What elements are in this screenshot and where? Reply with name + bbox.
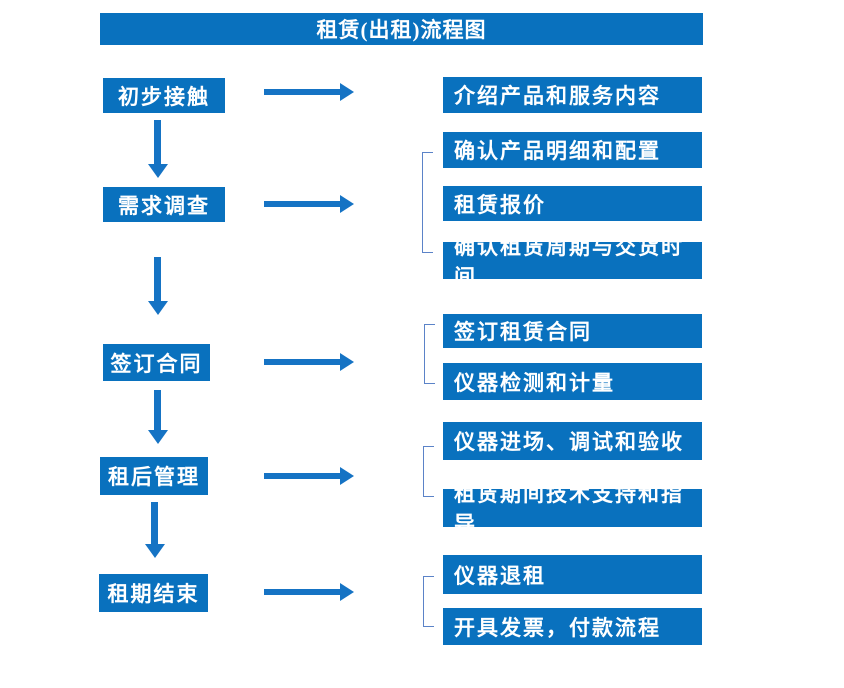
right-arrow: [264, 473, 340, 479]
down-arrow: [151, 502, 158, 544]
detail-label: 确认租赁周期与交货时间: [454, 234, 684, 289]
down-arrow: [154, 257, 161, 301]
step-label: 租期结束: [107, 582, 200, 606]
detail-label: 开具发票，付款流程: [454, 615, 661, 640]
group-bracket: [422, 152, 433, 253]
detail-label: 仪器退租: [454, 563, 546, 588]
title-bar: 租赁(出租)流程图: [100, 13, 703, 45]
step-label: 需求调查: [118, 193, 210, 218]
detail-label: 介绍产品和服务内容: [454, 84, 661, 108]
detail-box: 确认产品明细和配置: [443, 132, 702, 168]
step-label: 租后管理: [108, 465, 200, 489]
down-arrow: [154, 390, 161, 430]
group-bracket: [423, 576, 434, 627]
detail-label: 租赁期间技术支持和指导: [454, 482, 684, 536]
step-box-demand-survey: 需求调查: [103, 187, 225, 222]
group-bracket: [424, 324, 435, 384]
step-box-rental-end: 租期结束: [99, 574, 208, 612]
right-arrow: [264, 589, 340, 595]
detail-box: 介绍产品和服务内容: [443, 77, 702, 113]
right-arrow: [264, 201, 340, 207]
step-box-post-rental-management: 租后管理: [100, 457, 208, 495]
step-label: 签订合同: [110, 351, 203, 376]
page-title: 租赁(出租)流程图: [316, 18, 487, 42]
step-label: 初步接触: [118, 84, 210, 109]
step-box-initial-contact: 初步接触: [103, 78, 225, 113]
right-arrow: [264, 359, 340, 365]
right-arrow: [264, 89, 340, 95]
step-box-sign-contract: 签订合同: [103, 344, 210, 381]
detail-box: 仪器检测和计量: [443, 363, 702, 400]
detail-box: 仪器退租: [443, 555, 702, 594]
detail-label: 确认产品明细和配置: [454, 139, 661, 163]
detail-box: 仪器进场、调试和验收: [443, 422, 702, 460]
detail-label: 签订租赁合同: [454, 320, 592, 344]
detail-box: 签订租赁合同: [443, 314, 702, 348]
down-arrow: [154, 120, 161, 164]
group-bracket: [423, 446, 434, 497]
detail-label: 租赁报价: [454, 192, 546, 217]
detail-box: 租赁期间技术支持和指导: [443, 482, 702, 536]
detail-label: 仪器进场、调试和验收: [454, 430, 684, 454]
detail-label: 仪器检测和计量: [454, 370, 615, 395]
detail-box: 租赁报价: [443, 186, 702, 221]
detail-box: 开具发票，付款流程: [443, 608, 702, 645]
detail-box: 确认租赁周期与交货时间: [443, 235, 702, 289]
